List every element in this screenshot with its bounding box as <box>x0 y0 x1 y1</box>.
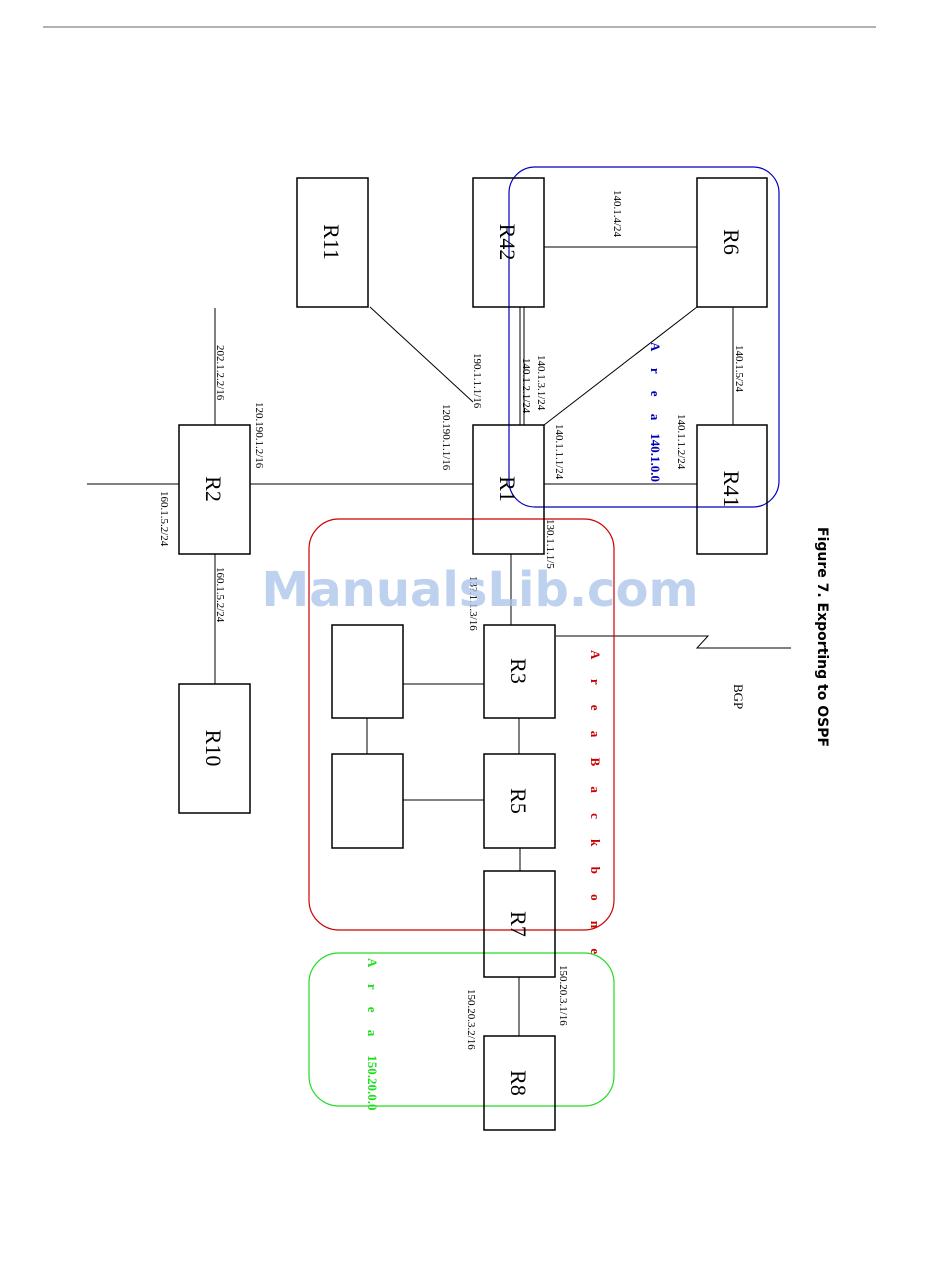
bgp-label: BGP <box>731 684 746 709</box>
router-r42-label: R42 <box>495 224 520 261</box>
ip-r2-r10: 160.1.5.2/24 <box>214 567 226 623</box>
ip-r3-r1: 13?.1.1.3/16 <box>467 576 479 631</box>
area-140-outline <box>508 166 780 508</box>
router-r2-box[interactable] <box>178 424 251 555</box>
area-140-label: A r e a 140.1.0.0 <box>648 342 663 482</box>
ip-r1-r2: 120.190.1.1/16 <box>440 404 452 471</box>
ip-r1-r41: 140.1.1.1/24 <box>553 424 565 480</box>
router-r41-box[interactable] <box>696 424 768 555</box>
figure-caption: Figure 7. Exporting to OSPF <box>814 527 830 747</box>
router-r8-label: R8 <box>506 1070 531 1096</box>
link-r6-r1 <box>543 306 698 426</box>
area-150-id: 150.20.0.0 <box>365 1055 380 1110</box>
area-backbone-outline <box>308 518 615 931</box>
links <box>87 246 791 1036</box>
router-r6-label: R6 <box>719 229 744 255</box>
routers <box>178 177 768 1131</box>
router-r6-box[interactable] <box>696 177 768 308</box>
link-r11-r1 <box>369 306 474 403</box>
router-r1-box[interactable] <box>472 424 545 555</box>
router-r7-box[interactable] <box>483 870 556 978</box>
ip-r2-r1: 120.190.1.2/16 <box>253 402 265 469</box>
ip-r7-r8-b: 150.20.3.2/16 <box>465 989 477 1050</box>
ip-labels: 140.1.4/24 140.1.5/24 140.1.3.1/24 140.1… <box>158 190 745 1050</box>
router-r5-label: R5 <box>506 788 531 814</box>
ip-r41-r1: 140.1.1.2/24 <box>675 414 687 470</box>
ip-r1-r42-a: 140.1.3.1/24 <box>535 355 547 411</box>
ip-r7-r8-a: 150.20.3.1/16 <box>557 965 569 1026</box>
ip-r6-r41: 140.1.5/24 <box>733 345 745 393</box>
router-blank-b-box[interactable] <box>331 753 404 849</box>
area-140-id: 140.1.0.0 <box>648 433 663 482</box>
link-r3-bgp <box>556 635 791 649</box>
router-r7-label: R7 <box>506 911 531 937</box>
ip-r42-r6: 140.1.4/24 <box>611 190 623 238</box>
ip-r2-up: 202.1.2.2/16 <box>214 345 226 401</box>
area-150-outline <box>308 952 615 1107</box>
area-backbone-label: A r e a B a c k b o n e <box>588 650 603 963</box>
ip-r2-left: 160.1.5.2/24 <box>158 491 170 547</box>
area-140-word: A r e a <box>648 342 663 427</box>
router-r5-box[interactable] <box>483 753 556 849</box>
area-150-label: A r e a 150.20.0.0 <box>365 958 380 1110</box>
router-labels: R11 R42 R6 R2 R1 R41 R3 R5 R7 R10 R8 <box>201 224 744 1096</box>
router-blank-a-box[interactable] <box>331 624 404 719</box>
router-r10-box[interactable] <box>178 683 251 814</box>
router-r1-label: R1 <box>495 476 520 502</box>
router-r10-label: R10 <box>201 730 226 767</box>
ip-r1-r42-b: 140.1.2.1/24 <box>520 358 532 414</box>
router-r3-label: R3 <box>506 658 531 684</box>
ip-r11-r1: 190.1.1.1/16 <box>471 353 483 409</box>
router-r2-label: R2 <box>201 476 226 502</box>
area-150-word: A r e a <box>365 958 380 1043</box>
router-r11-label: R11 <box>319 224 344 260</box>
router-r41-label: R41 <box>719 471 744 508</box>
watermark-text: ManualsLib.com <box>262 562 699 618</box>
ip-r1-r3: 130.1.1.1/5 <box>544 519 556 569</box>
router-r3-box[interactable] <box>483 624 556 719</box>
router-r42-box[interactable] <box>472 177 545 308</box>
router-r8-box[interactable] <box>483 1035 556 1131</box>
router-r11-box[interactable] <box>296 177 369 308</box>
